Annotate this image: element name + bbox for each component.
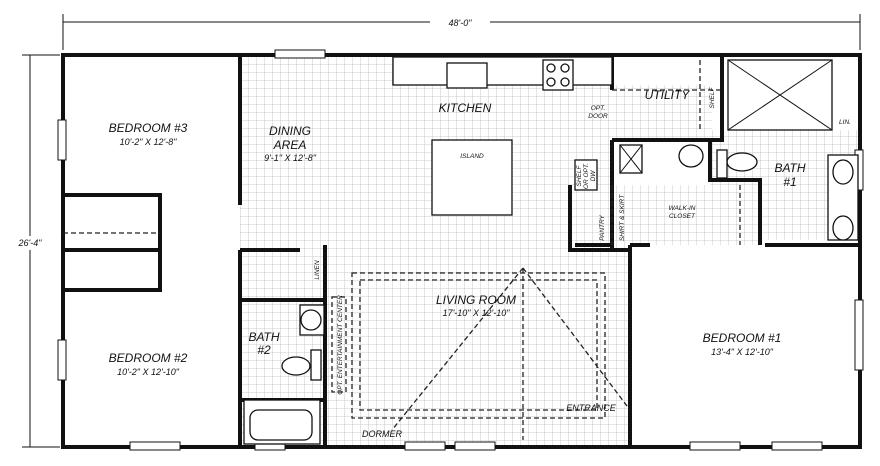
kitchen-name: KITCHEN	[439, 101, 492, 115]
bath2-name-1: BATH	[248, 330, 279, 344]
shirt-skirt-note: SHIRT & SKIRT	[619, 194, 626, 241]
entertainment-note: OPT. ENTERTAINMENT CENTER	[337, 295, 344, 395]
sink-icon	[446, 62, 488, 89]
dw-note-3: DW	[590, 170, 597, 182]
room-labels: BEDROOM #3 10'-2" X 12'-8" BEDROOM #2 10…	[109, 88, 806, 377]
entrance-note: ENTRANCE	[566, 403, 617, 413]
washer-icon	[678, 144, 704, 168]
shelf-note: SHELF	[709, 86, 716, 108]
linen-note: LINEN	[314, 260, 321, 279]
bedroom1-name: BEDROOM #1	[703, 331, 782, 345]
dining-size: 9'-1" X 12'-8"	[264, 153, 317, 163]
walkin-name-2: CLOSET	[669, 213, 696, 220]
dormer-note: DORMER	[362, 429, 402, 439]
width-dimension: 48'-0"	[62, 14, 861, 50]
lin-note: LIN.	[839, 119, 851, 126]
pantry-note: PANTRY	[599, 215, 606, 241]
bedroom3-size: 10'-2" X 12'-8"	[120, 137, 178, 147]
depth-dimension: 26'-4"	[8, 54, 60, 448]
bedroom2-name: BEDROOM #2	[109, 351, 188, 365]
bath1-name-1: BATH	[774, 161, 805, 175]
width-label: 48'-0"	[449, 18, 473, 28]
living-floor	[325, 245, 630, 447]
opt-door-1: OPT.	[591, 105, 606, 112]
depth-label: 26'-4"	[18, 238, 43, 248]
bath2-name-2: #2	[257, 343, 271, 357]
island-label: ISLAND	[460, 153, 484, 160]
toilet-icon	[281, 356, 311, 376]
sink-icon	[832, 215, 854, 241]
bedroom1-size: 13'-4" X 12'-10"	[711, 347, 774, 357]
kitchen-counter	[392, 56, 613, 86]
utility-floor	[612, 85, 712, 140]
dw-note-1: SHELF	[576, 164, 583, 186]
shower-icon	[727, 59, 833, 131]
windows	[57, 49, 864, 451]
stove-icon	[542, 59, 574, 91]
opt-door-2: DOOR	[588, 113, 608, 120]
notes: OPT. DOOR SHELF LIN. LINEN PANTRY SHIRT …	[314, 86, 851, 439]
toilet-icon	[726, 152, 758, 172]
walkin-name-1: WALK-IN	[669, 205, 696, 212]
living-size: 17'-10" X 12'-10"	[443, 308, 511, 318]
dw-note-2: OR OPT.	[583, 163, 590, 189]
dining-name-2: AREA	[273, 138, 307, 152]
island	[431, 139, 513, 216]
bedroom3-name: BEDROOM #3	[109, 121, 188, 135]
living-name: LIVING ROOM	[436, 293, 516, 307]
utility-name: UTILITY	[645, 88, 691, 102]
bedroom2-size: 10'-2" X 12'-10"	[117, 367, 180, 377]
sink-icon	[300, 309, 322, 331]
dining-name-1: DINING	[269, 124, 311, 138]
dishwasher	[574, 159, 598, 191]
closet-floor	[612, 185, 762, 245]
sink-icon	[832, 159, 854, 185]
bath1-name-2: #1	[783, 175, 796, 189]
